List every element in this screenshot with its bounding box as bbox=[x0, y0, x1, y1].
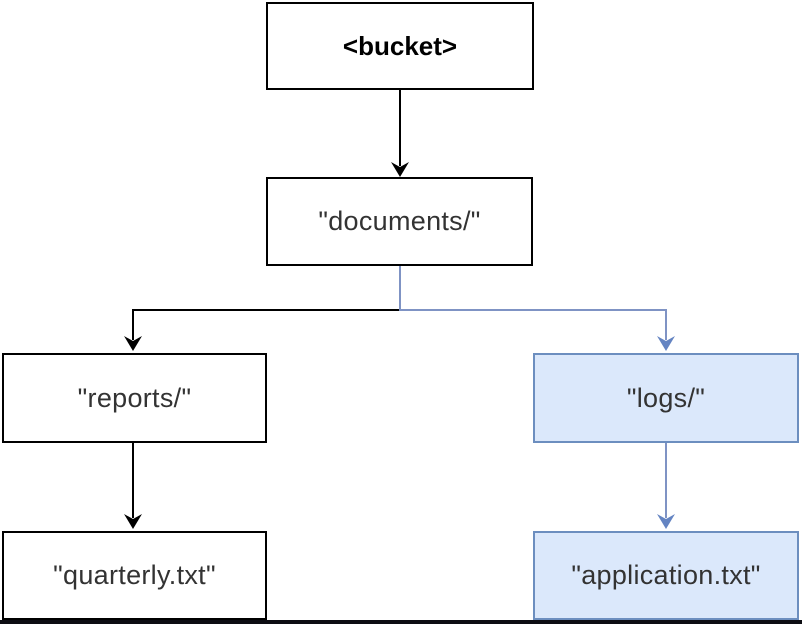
node-documents: "documents/" bbox=[266, 177, 533, 266]
node-reports-label: "reports/" bbox=[77, 382, 192, 413]
arrowhead-documents-reports bbox=[124, 336, 142, 351]
node-application-txt: "application.txt" bbox=[533, 531, 799, 620]
arrowhead-documents-logs bbox=[657, 336, 675, 351]
node-logs-label: "logs/" bbox=[626, 382, 706, 413]
node-bucket: <bucket> bbox=[266, 2, 534, 90]
edge-documents-reports bbox=[132, 266, 401, 340]
node-documents-label: "documents/" bbox=[318, 206, 481, 236]
arrowhead-reports-quarterly bbox=[124, 514, 142, 529]
node-quarterly-txt-label: "quarterly.txt" bbox=[53, 560, 216, 590]
node-reports: "reports/" bbox=[2, 353, 267, 443]
arrowhead-bucket-documents bbox=[391, 162, 409, 177]
node-logs: "logs/" bbox=[533, 353, 799, 443]
node-bucket-label: <bucket> bbox=[342, 30, 458, 61]
image-bottom-border bbox=[0, 620, 802, 624]
node-quarterly-txt: "quarterly.txt" bbox=[2, 531, 267, 620]
node-application-txt-label: "application.txt" bbox=[571, 560, 761, 590]
arrowhead-logs-application bbox=[657, 514, 675, 529]
edge-documents-logs bbox=[399, 266, 667, 340]
